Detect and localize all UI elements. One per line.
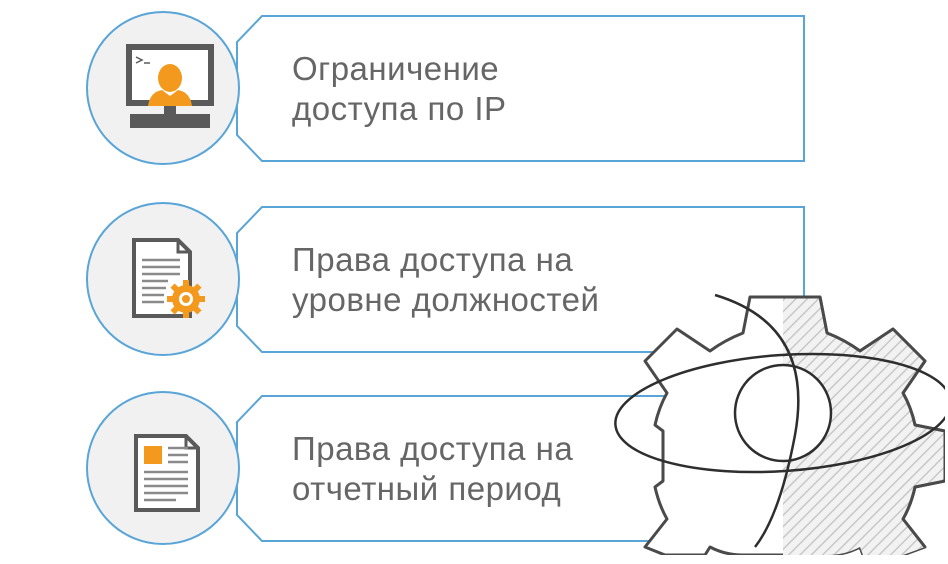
item-label: Ограничение доступа по IP xyxy=(292,49,507,129)
user-monitor-icon xyxy=(126,44,214,128)
item-label-line-2: уровне должностей xyxy=(292,281,600,318)
item-label: Права доступа на уровне должностей xyxy=(292,240,599,320)
item-label-line-1: Права доступа на xyxy=(292,241,574,278)
feature-item-position-rights: Права доступа на уровне должностей xyxy=(0,191,948,361)
document-gear-icon xyxy=(132,238,205,318)
item-label-line-1: Ограничение xyxy=(292,50,500,87)
item-label: Права доступа на отчетный период xyxy=(292,429,573,509)
item-label-line-1: Права доступа на xyxy=(292,430,574,467)
item-label-line-2: доступа по IP xyxy=(292,90,507,127)
decorative-gear-icon xyxy=(614,293,945,555)
feature-item-ip-restriction: Ограничение доступа по IP xyxy=(0,0,948,170)
item-label-line-2: отчетный период xyxy=(292,470,562,507)
report-document-icon xyxy=(134,434,200,512)
